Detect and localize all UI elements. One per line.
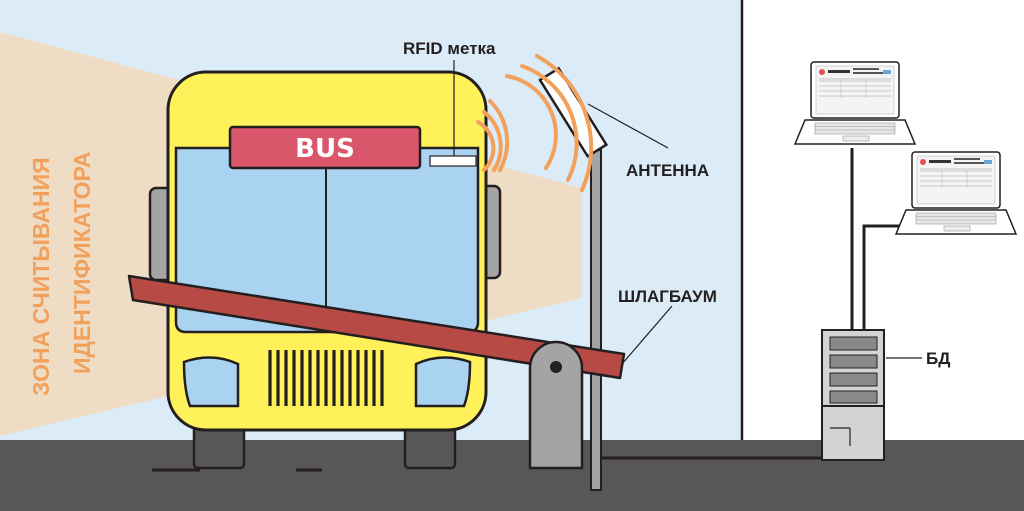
barrier-arm	[127, 274, 626, 380]
zone-label-line1: ЗОНА СЧИТЫВАНИЯ	[28, 157, 54, 396]
bus-icon: BUS	[148, 60, 502, 470]
radio-wave-icon	[476, 54, 594, 192]
laptop-icon	[794, 61, 916, 145]
antenna-label: АНТЕННА	[626, 161, 709, 180]
rfid-tag-label: RFID метка	[403, 39, 496, 58]
database-label: БД	[926, 349, 950, 368]
bus-grille	[268, 350, 384, 406]
bus-sign-text: BUS	[295, 134, 355, 164]
laptop-icon	[895, 151, 1017, 235]
bus-sign	[228, 125, 422, 170]
bus-headlight	[182, 356, 240, 408]
antenna-leader	[587, 103, 669, 149]
barrier-label: ШЛАГБАУМ	[618, 287, 717, 306]
rfid-tag	[429, 155, 477, 167]
server-icon	[821, 329, 885, 461]
barrier-leader	[621, 305, 673, 365]
antenna-pole	[590, 149, 602, 491]
barrier-post	[528, 340, 584, 470]
bus-headlight	[414, 356, 472, 408]
barrier-pivot	[550, 361, 562, 373]
zone-label-line2: ИДЕНТИФИКАТОРА	[69, 152, 95, 374]
